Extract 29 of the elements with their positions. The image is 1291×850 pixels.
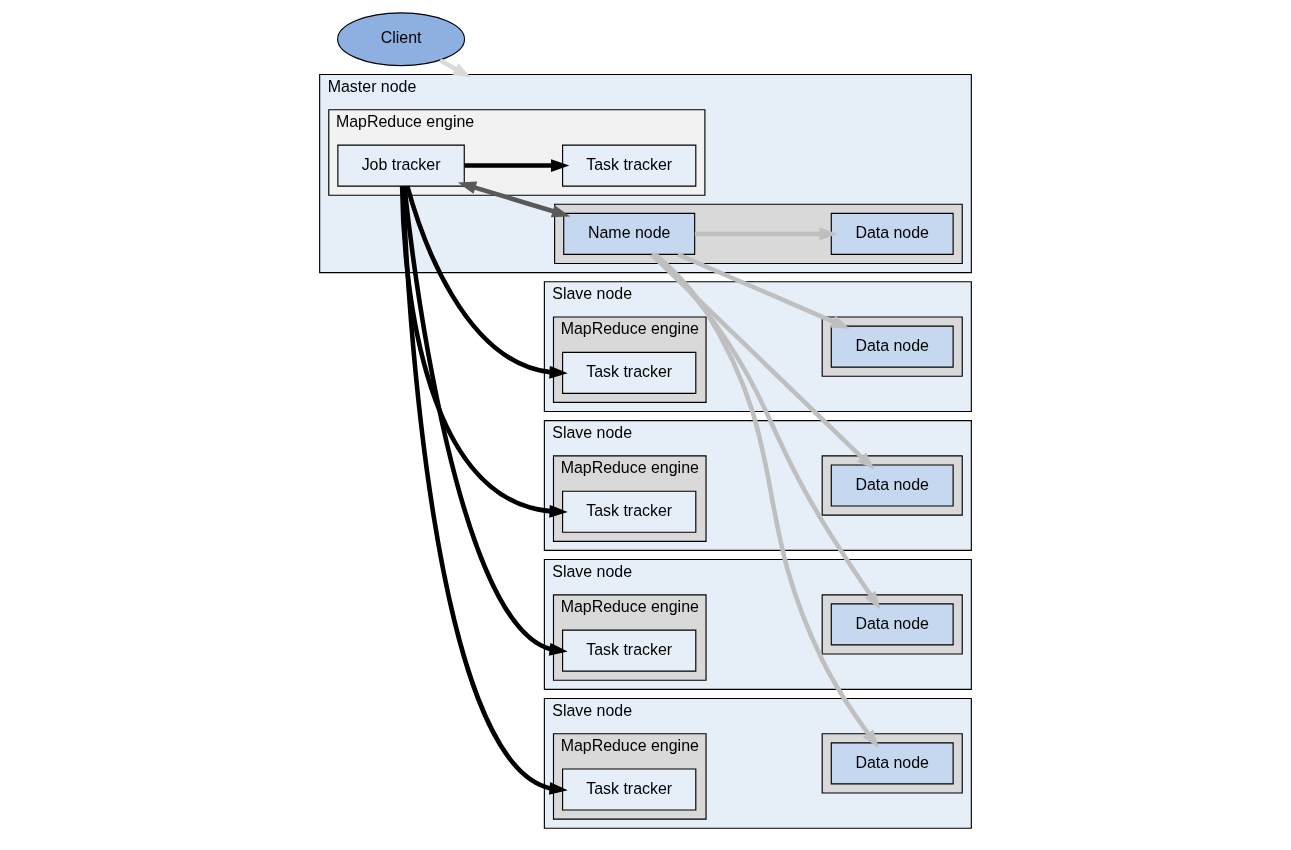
arrow xyxy=(438,58,472,78)
node-box: Task tracker xyxy=(562,629,697,672)
node-box: Data node xyxy=(830,464,954,507)
node-box: Job tracker xyxy=(337,144,465,187)
node-box: Task tracker xyxy=(562,351,697,394)
node-box: Task tracker xyxy=(562,490,697,533)
node-box: Data node xyxy=(830,325,954,368)
arrow xyxy=(654,252,879,749)
node-box: Name node xyxy=(563,212,696,255)
arrow xyxy=(464,159,570,172)
node-box: Data node xyxy=(830,212,954,255)
arrow xyxy=(402,185,568,656)
arrow xyxy=(457,181,571,218)
arrow xyxy=(651,252,881,610)
node-box: Task tracker xyxy=(562,144,697,187)
cluster xyxy=(821,733,963,794)
arrow xyxy=(400,186,568,795)
arrow xyxy=(650,252,875,470)
arrow xyxy=(694,227,838,241)
arrow xyxy=(676,252,850,329)
cluster xyxy=(554,203,963,265)
node-box: Data node xyxy=(830,603,954,646)
cluster xyxy=(821,455,963,516)
node-box: Task tracker xyxy=(562,768,697,811)
arrow xyxy=(405,185,568,379)
node-ellipse: Client xyxy=(337,12,466,67)
node-box: Data node xyxy=(830,742,954,785)
arrow xyxy=(399,186,568,518)
cluster xyxy=(821,594,963,655)
